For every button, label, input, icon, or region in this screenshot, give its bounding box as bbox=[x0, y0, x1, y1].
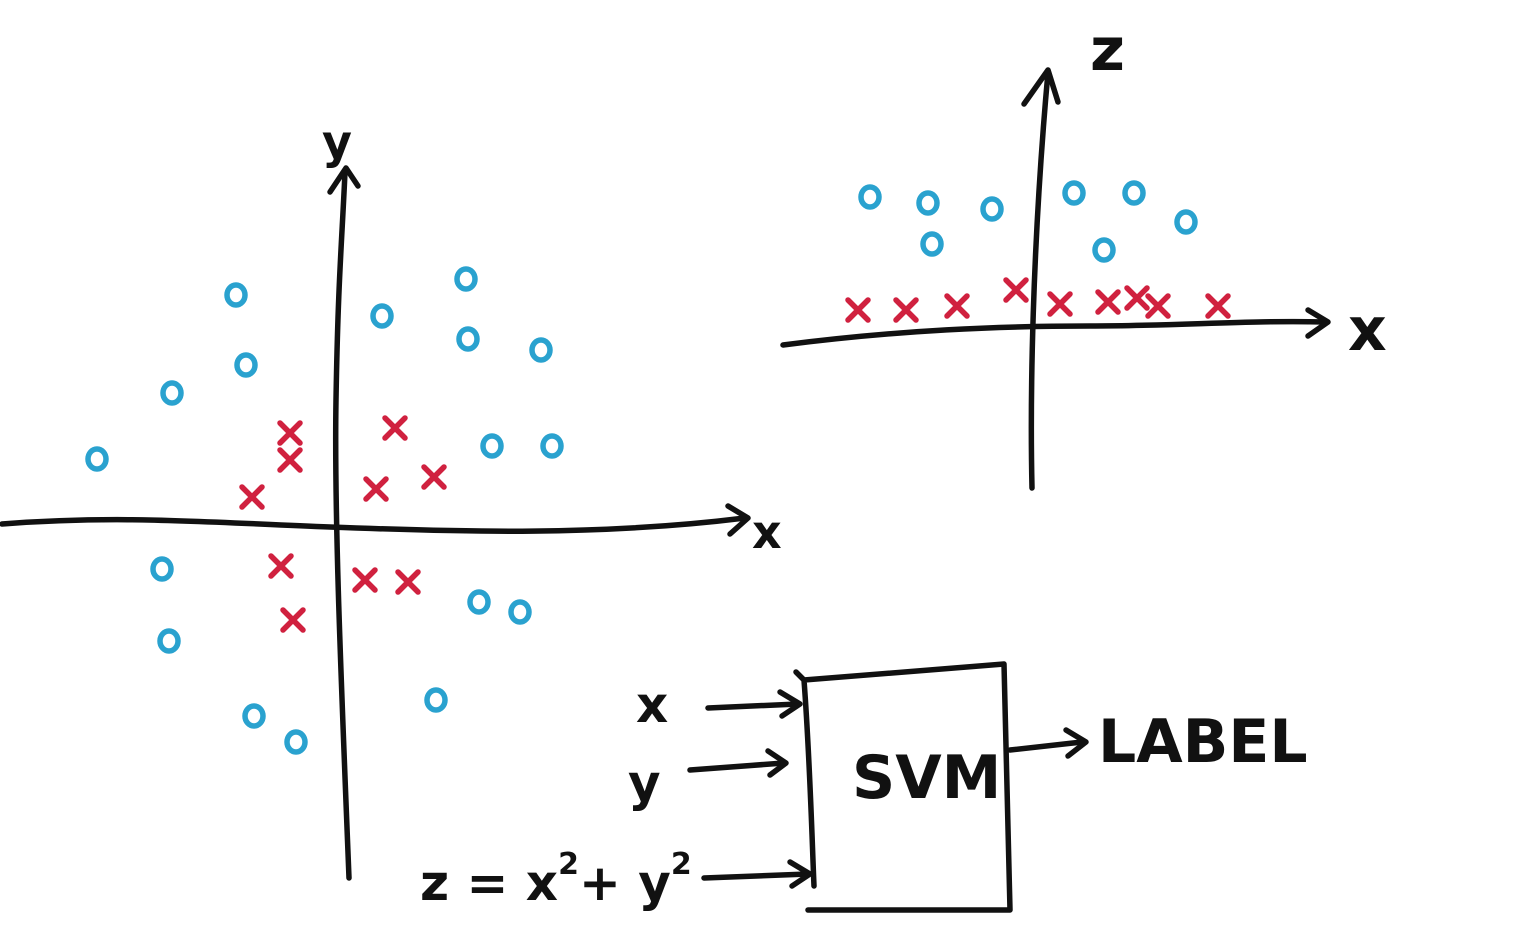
right-circle-point-5 bbox=[1122, 180, 1146, 206]
right-cross-point-7 bbox=[1145, 293, 1171, 319]
arrow-z-head bbox=[787, 859, 813, 889]
right-x-axis-label: x bbox=[1348, 295, 1387, 365]
svm-pipeline: x y z = x2+ y2 SVM LABEL bbox=[420, 661, 1308, 913]
right-cross-point-4 bbox=[1047, 291, 1073, 317]
right-cross-point-1 bbox=[893, 297, 919, 323]
right-scatter-plot: x z bbox=[780, 15, 1387, 491]
left-cross-point-1 bbox=[277, 447, 303, 473]
z-formula-left: z = x bbox=[420, 854, 558, 912]
left-scatter-plot: x y bbox=[0, 115, 782, 881]
right-circle-point-1 bbox=[916, 190, 940, 216]
right-cross-point-3 bbox=[1003, 277, 1029, 303]
left-cross-point-4 bbox=[363, 476, 389, 502]
left-circle-point-14 bbox=[424, 687, 448, 713]
right-circle-point-0 bbox=[858, 184, 882, 210]
right-circle-points bbox=[858, 180, 1198, 263]
left-y-axis-label: y bbox=[322, 115, 352, 169]
right-circle-point-7 bbox=[1092, 237, 1116, 263]
arrow-y-to-svm bbox=[687, 760, 787, 773]
right-cross-point-2 bbox=[944, 293, 970, 319]
right-z-axis-label: z bbox=[1090, 15, 1125, 85]
output-label: LABEL bbox=[1098, 707, 1308, 777]
left-x-axis-arrowhead bbox=[725, 503, 751, 537]
right-cross-point-5 bbox=[1095, 289, 1121, 315]
right-x-axis bbox=[780, 318, 1328, 348]
left-circle-point-1 bbox=[234, 352, 258, 378]
left-circle-point-7 bbox=[529, 337, 553, 363]
left-x-axis bbox=[0, 515, 748, 534]
arrow-z-to-svm bbox=[701, 871, 811, 881]
left-circle-point-11 bbox=[157, 628, 181, 654]
left-circle-points bbox=[85, 266, 564, 755]
arrow-x-to-svm bbox=[705, 701, 801, 711]
left-cross-point-9 bbox=[280, 607, 306, 633]
svm-box-label: SVM bbox=[852, 743, 1001, 813]
z-formula-sup2: 2 bbox=[671, 847, 692, 882]
right-z-axis bbox=[1028, 69, 1051, 491]
left-cross-point-5 bbox=[239, 484, 265, 510]
left-cross-point-7 bbox=[352, 567, 378, 593]
left-cross-point-0 bbox=[277, 420, 303, 446]
left-circle-point-5 bbox=[454, 266, 478, 292]
left-circle-point-6 bbox=[456, 326, 480, 352]
left-circle-point-13 bbox=[284, 729, 308, 755]
left-y-axis-arrowhead bbox=[327, 165, 361, 195]
arrow-y-head bbox=[765, 748, 789, 778]
arrow-x-head bbox=[777, 689, 803, 719]
input-z-formula: z = x2+ y2 bbox=[420, 847, 692, 912]
arrow-svm-to-label bbox=[1007, 739, 1085, 753]
left-circle-point-16 bbox=[508, 599, 532, 625]
left-circle-point-2 bbox=[160, 380, 184, 406]
right-cross-point-6 bbox=[1124, 285, 1150, 311]
arrow-output-head bbox=[1063, 727, 1089, 759]
left-cross-point-6 bbox=[268, 553, 294, 579]
left-cross-point-2 bbox=[382, 415, 408, 441]
right-cross-point-0 bbox=[845, 297, 871, 323]
input-x-label: x bbox=[636, 676, 668, 734]
left-y-axis bbox=[332, 169, 352, 881]
z-formula-mid: + y bbox=[579, 854, 671, 912]
left-circle-point-9 bbox=[540, 433, 564, 459]
svm-box bbox=[793, 661, 1013, 913]
left-cross-point-8 bbox=[395, 569, 421, 595]
right-cross-point-8 bbox=[1205, 293, 1231, 319]
svg-text:z = x2+ y2: z = x2+ y2 bbox=[420, 847, 692, 912]
right-z-axis-arrowhead bbox=[1021, 67, 1061, 107]
left-circle-point-8 bbox=[480, 433, 504, 459]
right-circle-point-2 bbox=[980, 196, 1004, 222]
left-circle-point-12 bbox=[242, 703, 266, 729]
z-formula-sup1: 2 bbox=[558, 847, 579, 882]
left-cross-point-3 bbox=[421, 464, 447, 490]
left-circle-point-0 bbox=[224, 282, 248, 308]
input-y-label: y bbox=[628, 754, 661, 812]
left-circle-point-15 bbox=[467, 589, 491, 615]
right-circle-point-4 bbox=[1062, 180, 1086, 206]
left-circle-point-3 bbox=[85, 446, 109, 472]
left-circle-point-10 bbox=[150, 556, 174, 582]
left-circle-point-4 bbox=[370, 303, 394, 329]
right-cross-points bbox=[845, 277, 1231, 323]
right-circle-point-3 bbox=[920, 231, 944, 257]
right-x-axis-arrowhead bbox=[1305, 307, 1331, 339]
left-x-axis-label: x bbox=[752, 505, 782, 559]
left-cross-points bbox=[239, 415, 447, 633]
right-circle-point-6 bbox=[1174, 209, 1198, 235]
